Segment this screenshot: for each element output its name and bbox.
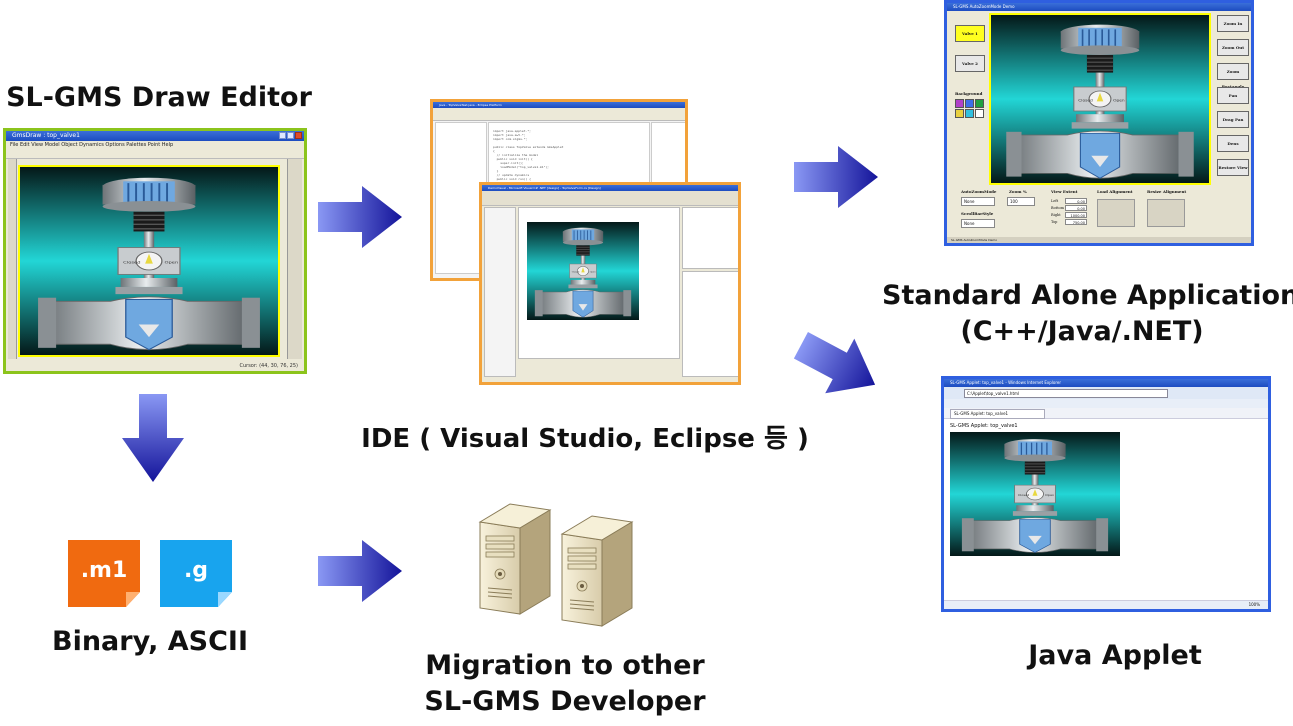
arrow-down-right-icon <box>793 332 876 394</box>
applet-page-heading: SL-GMS Applet: top_valve1 <box>950 423 1018 429</box>
g-file-icon: .g <box>160 540 232 607</box>
draw-editor-titlebar: GmsDraw : top_valve1 <box>6 131 304 141</box>
color-swatch[interactable] <box>955 109 964 118</box>
arrow-right-icon <box>318 540 402 602</box>
m1-file-icon: .m1 <box>68 540 140 607</box>
draw-editor-window: GmsDraw : top_valve1 File Edit View Mode… <box>3 128 307 374</box>
applet-canvas[interactable] <box>950 432 1120 556</box>
valve-diagram <box>991 15 1209 183</box>
m1-file-label: .m1 <box>80 558 128 583</box>
draw-editor-left-palette[interactable] <box>8 159 17 359</box>
zoom-percent-select[interactable]: 100 <box>1007 197 1035 206</box>
applet-title: SL-GMS Applet: top_valve1 - Windows Inte… <box>950 380 1062 385</box>
zoom-control-button[interactable]: Zoom Rectangle <box>1217 63 1249 89</box>
extent-key: Right <box>1051 213 1061 217</box>
valve-diagram <box>950 432 1120 556</box>
address-bar-row: C:\Applet\top_valve1.html <box>944 387 1268 400</box>
autozoom-label: AutoZoomMode <box>961 189 997 194</box>
binary-ascii-label: Binary, ASCII <box>51 626 248 657</box>
color-swatch[interactable] <box>965 109 974 118</box>
vs-solution-explorer[interactable] <box>682 207 738 269</box>
eclipse-title: Java - TopValveTest.java - Eclipse Platf… <box>439 103 502 107</box>
vs-titlebar: DemoVisual - Microsoft Visual C# .NET [d… <box>482 185 738 191</box>
background-swatches[interactable] <box>955 99 987 119</box>
draw-editor-canvas[interactable] <box>18 165 280 357</box>
standalone-canvas[interactable] <box>989 13 1211 185</box>
vs-toolbar[interactable] <box>482 191 738 206</box>
zoom-control-button[interactable]: Pan <box>1217 87 1249 104</box>
extent-value[interactable]: 0.00 <box>1065 198 1087 204</box>
arrow-right-icon <box>794 146 878 208</box>
applet-browser-window: SL-GMS Applet: top_valve1 - Windows Inte… <box>941 376 1271 612</box>
ide-label: IDE ( Visual Studio, Eclipse 등 ) <box>361 424 809 454</box>
valve2-button[interactable]: Valve 2 <box>955 55 985 72</box>
scrollbar-style-select[interactable]: None <box>961 219 995 228</box>
background-label: Background <box>955 91 983 96</box>
eclipse-titlebar: Java - TopValveTest.java - Eclipse Platf… <box>433 102 685 108</box>
zoom-control-button[interactable]: Zoom Out <box>1217 39 1249 56</box>
close-icon[interactable] <box>295 132 302 139</box>
eclipse-toolbar[interactable] <box>433 108 685 121</box>
zoom-control-button[interactable]: Drag Pan <box>1217 111 1249 128</box>
draw-editor-label: SL-GMS Draw Editor <box>6 82 312 113</box>
vs-designer[interactable] <box>518 207 680 359</box>
zoom-percent-label: Zoom % <box>1009 189 1027 194</box>
g-file-label: .g <box>183 558 209 583</box>
standalone-window: SL-GMS AutoZoomMode Demo Valve 1 Valve 2… <box>944 0 1254 246</box>
extent-key: Bottom <box>1051 206 1064 210</box>
scrollbar-style-label: ScrollBarStyle <box>961 211 994 216</box>
extent-key: Left <box>1051 199 1059 203</box>
draw-editor-menubar[interactable]: File Edit View Model Object Dynamics Opt… <box>6 141 304 150</box>
load-alignment-grid[interactable] <box>1097 199 1135 227</box>
autozoom-select[interactable]: None <box>961 197 995 206</box>
zoom-control-button[interactable]: Restore View <box>1217 159 1249 176</box>
standalone-titlebar: SL-GMS AutoZoomMode Demo <box>947 3 1251 11</box>
vs-toolbox[interactable] <box>484 207 516 377</box>
standalone-label-line2: (C++/Java/.NET) <box>960 316 1204 347</box>
view-extent-label: View Extent <box>1051 189 1078 194</box>
arrow-down-icon <box>122 394 184 482</box>
color-swatch[interactable] <box>975 109 984 118</box>
tab-bar: SL-GMS Applet: top_valve1 <box>944 408 1268 419</box>
draw-editor-right-palette[interactable] <box>287 159 302 359</box>
address-input[interactable]: C:\Applet\top_valve1.html <box>964 389 1168 398</box>
vs-valve-control[interactable] <box>527 222 639 320</box>
extent-value[interactable]: 0.00 <box>1065 205 1087 211</box>
applet-titlebar: SL-GMS Applet: top_valve1 - Windows Inte… <box>944 379 1268 387</box>
extent-key: Top <box>1051 220 1058 224</box>
zoom-status: 100% <box>1248 602 1260 607</box>
browser-statusbar: 100% <box>944 600 1268 609</box>
resize-alignment-label: Resize Alignment <box>1147 189 1187 194</box>
draw-editor-title: GmsDraw : top_valve1 <box>12 132 80 139</box>
arrow-right-icon <box>318 186 402 248</box>
standalone-label-line1: Standard Alone Application <box>882 280 1293 311</box>
standalone-title: SL-GMS AutoZoomMode Demo <box>953 4 1015 9</box>
resize-alignment-grid[interactable] <box>1147 199 1185 227</box>
migration-label-line2: SL-GMS Developer <box>424 686 706 717</box>
color-swatch[interactable] <box>975 99 984 108</box>
java-applet-label: Java Applet <box>1028 640 1202 671</box>
color-swatch[interactable] <box>965 99 974 108</box>
vs-title: DemoVisual - Microsoft Visual C# .NET [d… <box>488 186 601 190</box>
zoom-control-button[interactable]: Dens <box>1217 135 1249 152</box>
valve-diagram <box>20 167 278 355</box>
draw-editor-statusbar: Cursor: (44, 30, 76, 25) <box>6 362 304 371</box>
extent-value[interactable]: 1000.00 <box>1065 212 1087 218</box>
extent-value[interactable]: 750.00 <box>1065 219 1087 225</box>
window-controls[interactable] <box>278 132 302 140</box>
valve1-button[interactable]: Valve 1 <box>955 25 985 42</box>
browser-tab[interactable]: SL-GMS Applet: top_valve1 <box>950 409 1045 419</box>
standalone-statusbar: SL-GMS AutoZoomMode Demo <box>947 237 1251 243</box>
color-swatch[interactable] <box>955 99 964 108</box>
migration-label-line1: Migration to other <box>425 650 705 681</box>
vs-properties[interactable] <box>682 271 738 377</box>
zoom-control-button[interactable]: Zoom In <box>1217 15 1249 32</box>
load-alignment-label: Load Alignment <box>1097 189 1133 194</box>
ide-visual-studio-window: DemoVisual - Microsoft Visual C# .NET [d… <box>479 182 741 385</box>
server-icon <box>479 503 633 627</box>
valve-diagram <box>527 222 639 320</box>
draw-editor-toolbar[interactable] <box>6 150 304 159</box>
